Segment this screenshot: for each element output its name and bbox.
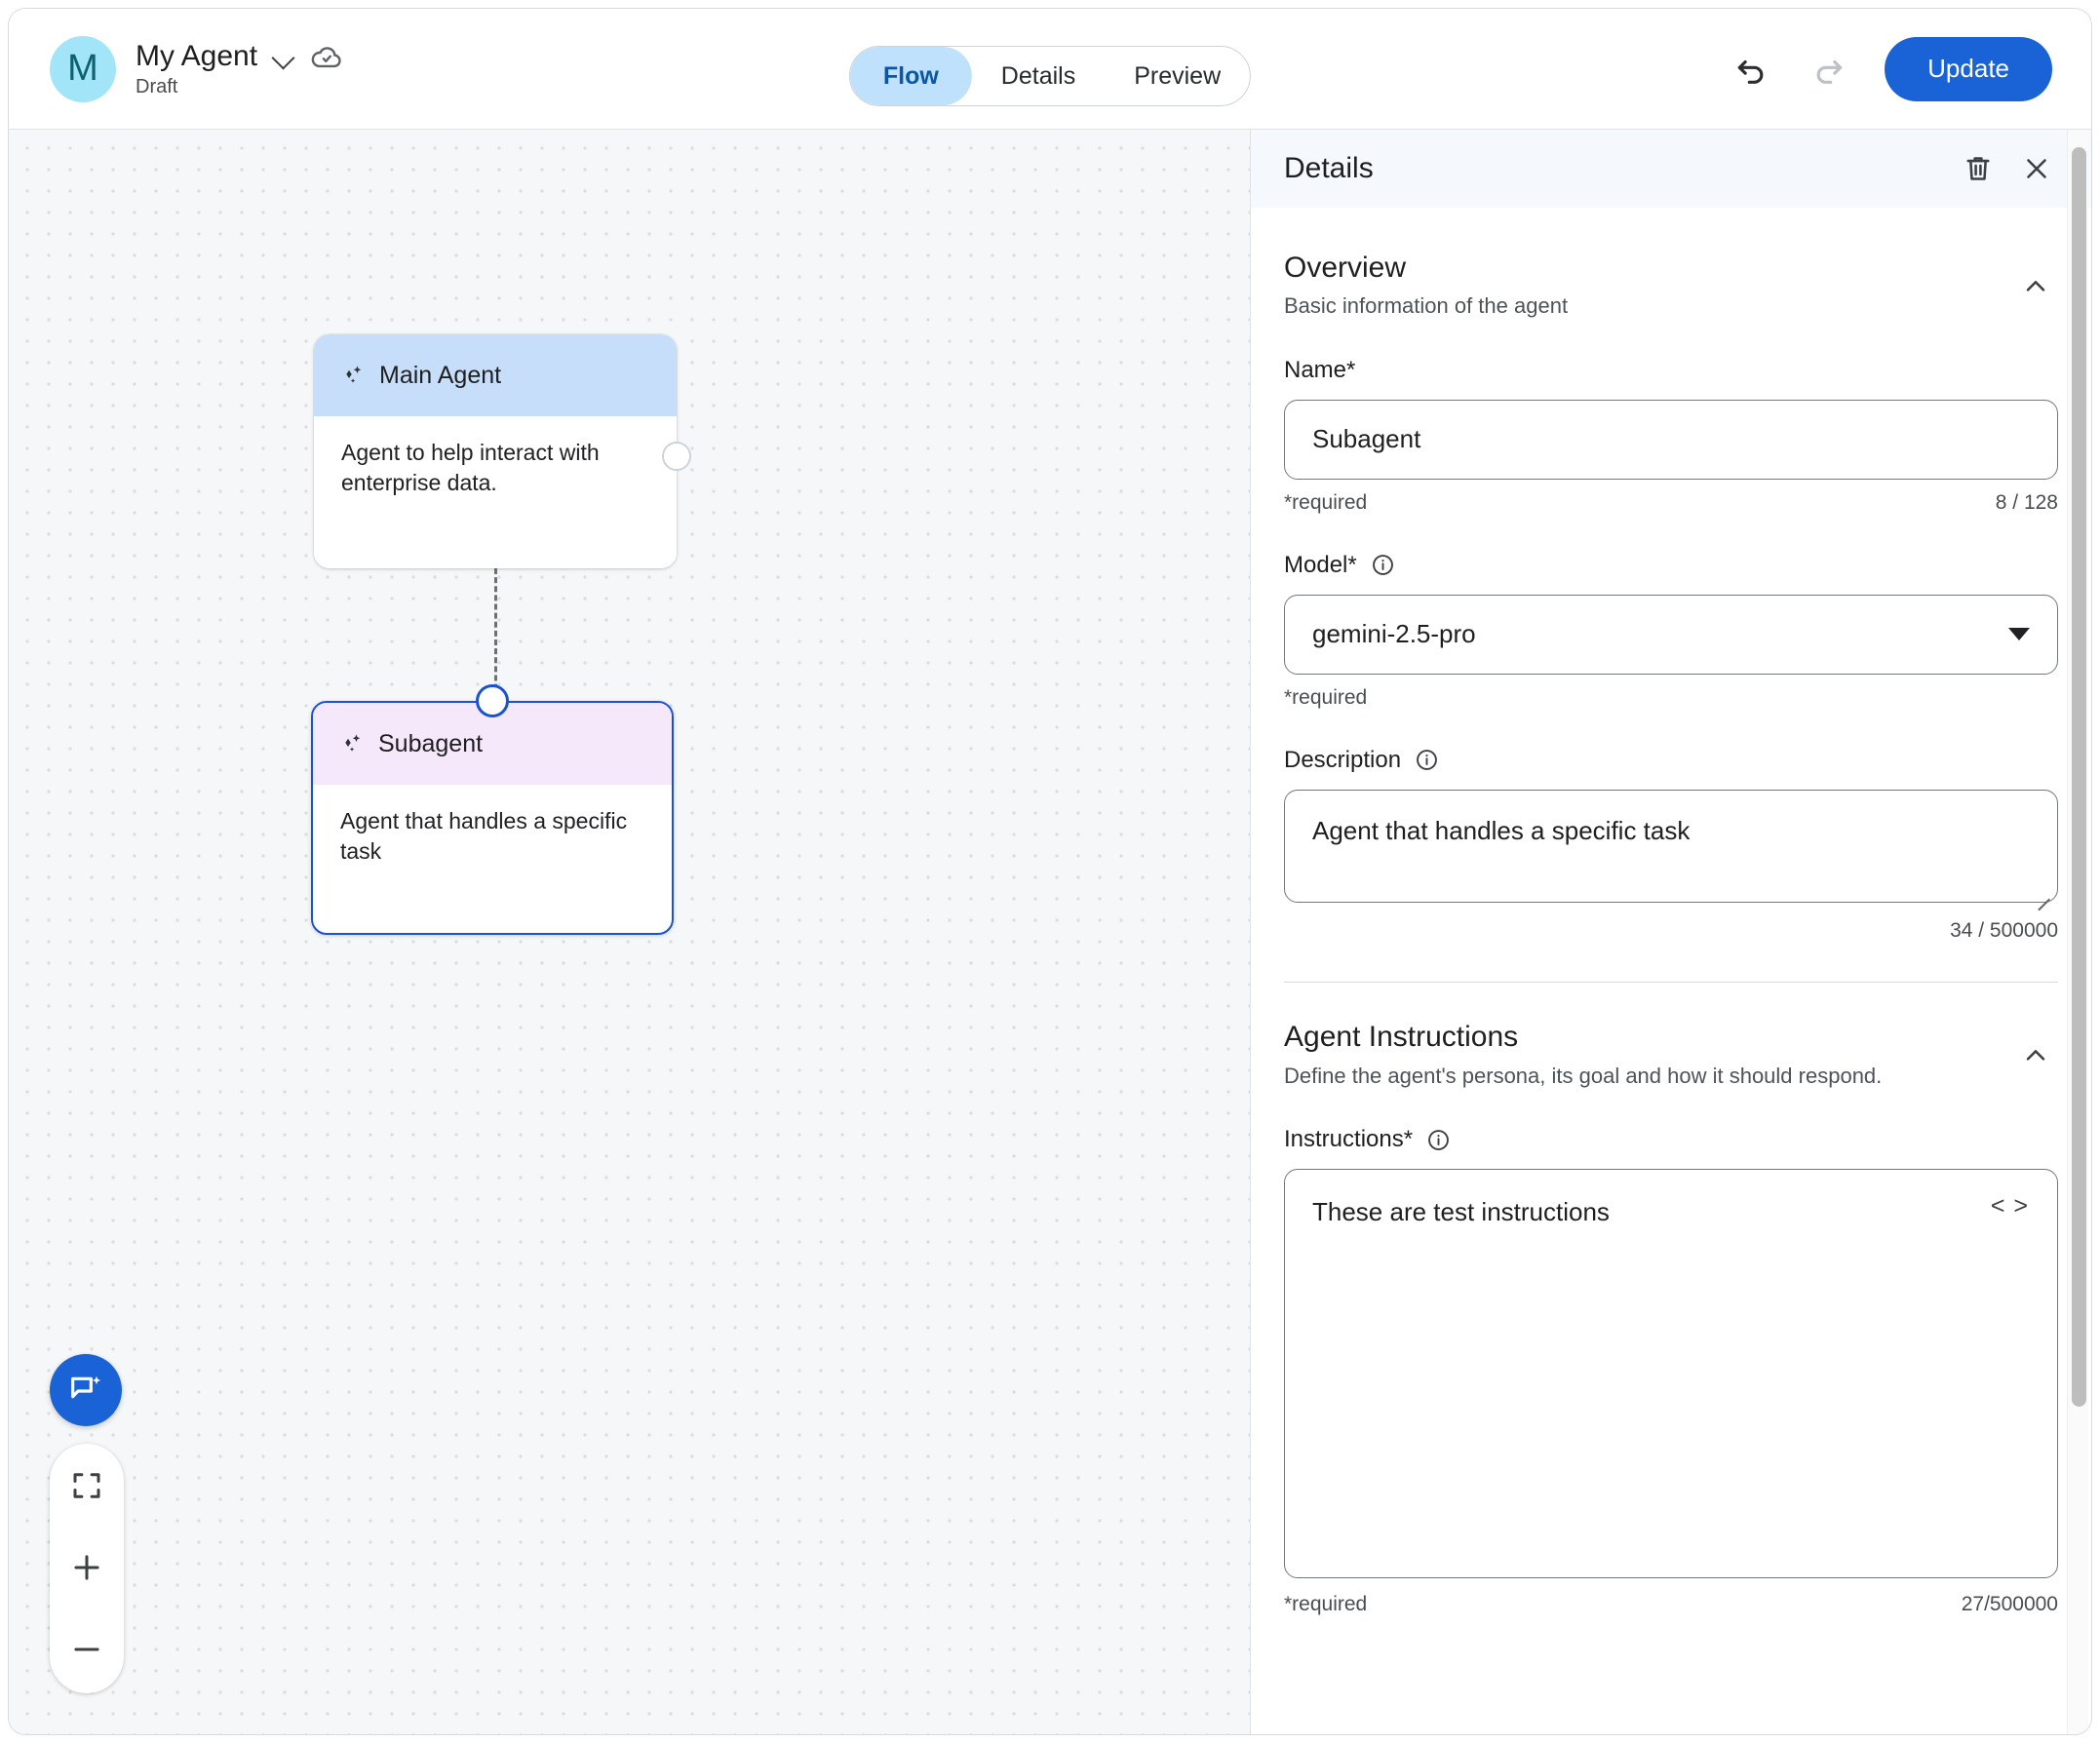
assist-chat-button[interactable] xyxy=(50,1354,122,1426)
overview-section-header: Overview Basic information of the agent xyxy=(1284,251,2058,320)
overview-title: Overview xyxy=(1284,252,1407,284)
node-description: Agent to help interact with enterprise d… xyxy=(341,440,600,495)
info-icon[interactable] xyxy=(1414,747,1440,773)
info-icon[interactable] xyxy=(1370,552,1396,578)
status-badge: Draft xyxy=(136,75,178,97)
info-icon[interactable] xyxy=(1425,1127,1452,1153)
chevron-down-icon[interactable] xyxy=(271,44,296,69)
node-header: Subagent xyxy=(313,703,672,785)
node-subagent[interactable]: Subagent Agent that handles a specific t… xyxy=(311,684,674,935)
node-output-handle[interactable] xyxy=(662,442,691,471)
instructions-label: Instructions* xyxy=(1284,1126,1414,1153)
sparkle-icon xyxy=(341,363,367,388)
instructions-helper-row: *required 27/500000 xyxy=(1284,1593,2058,1616)
avatar: M xyxy=(50,35,116,102)
field-name: Name* *required 8 / 128 xyxy=(1284,357,2058,515)
name-input[interactable] xyxy=(1284,399,2058,480)
agent-instructions-collapse-chevron-up-icon[interactable] xyxy=(2013,1033,2058,1078)
node-title: Main Agent xyxy=(379,361,502,389)
details-panel-content[interactable]: Overview Basic information of the agent … xyxy=(1251,208,2091,1734)
model-select[interactable]: gemini-2.5-pro xyxy=(1284,594,2058,675)
top-bar-actions: Update xyxy=(1729,36,2052,101)
instructions-counter: 27/500000 xyxy=(1961,1593,2058,1616)
description-label: Description xyxy=(1284,746,1402,773)
agent-identity: M My Agent Draft xyxy=(9,35,343,102)
details-title: Details xyxy=(1284,152,1374,184)
agent-instructions-subtitle: Define the agent's persona, its goal and… xyxy=(1284,1063,1883,1088)
plus-icon[interactable] xyxy=(57,1539,117,1596)
tab-preview[interactable]: Preview xyxy=(1134,61,1222,90)
chat-sparkle-icon xyxy=(66,1370,105,1412)
description-textarea[interactable] xyxy=(1284,789,2058,903)
description-counter: 34 / 500000 xyxy=(1950,918,2058,942)
undo-icon[interactable] xyxy=(1729,47,1773,92)
model-value: gemini-2.5-pro xyxy=(1312,619,1476,649)
app-window: M My Agent Draft Flow Detai xyxy=(8,8,2092,1735)
code-view-toggle-icon[interactable]: < > xyxy=(1990,1192,2029,1220)
workspace: Main Agent Agent to help interact with e… xyxy=(9,130,2091,1734)
details-panel-header: Details xyxy=(1251,130,2091,208)
field-instructions: Instructions* < > xyxy=(1284,1126,2058,1616)
description-label-row: Description xyxy=(1284,747,2058,774)
edge-main-to-subagent xyxy=(494,568,497,717)
minus-icon[interactable] xyxy=(57,1621,117,1678)
details-panel: Details xyxy=(1251,130,2091,1734)
instructions-required-text: *required xyxy=(1284,1593,1368,1616)
name-label: Name* xyxy=(1284,356,1356,383)
node-main-agent[interactable]: Main Agent Agent to help interact with e… xyxy=(314,334,691,568)
node-title: Subagent xyxy=(378,729,484,757)
section-divider xyxy=(1284,981,2058,984)
name-required-text: *required xyxy=(1284,490,1368,514)
overview-collapse-chevron-up-icon[interactable] xyxy=(2013,264,2058,309)
close-icon[interactable] xyxy=(2015,147,2058,190)
redo-icon[interactable] xyxy=(1807,47,1851,92)
node-header: Main Agent xyxy=(314,334,677,416)
tab-flow[interactable]: Flow xyxy=(849,47,972,105)
tab-details[interactable]: Details xyxy=(1000,61,1076,90)
view-tabs: Flow Details Preview xyxy=(848,46,1252,106)
model-label-row: Model* xyxy=(1284,552,2058,579)
overview-subtitle: Basic information of the agent xyxy=(1284,293,1569,319)
flow-canvas[interactable]: Main Agent Agent to help interact with e… xyxy=(9,130,1251,1734)
details-scrollbar-thumb[interactable] xyxy=(2072,147,2086,1407)
node-input-handle[interactable] xyxy=(476,684,509,717)
details-scrollbar[interactable] xyxy=(2067,130,2088,1734)
zoom-controls xyxy=(50,1444,124,1693)
agent-instructions-title: Agent Instructions xyxy=(1284,1021,1519,1054)
model-required-text: *required xyxy=(1284,685,1368,709)
name-counter: 8 / 128 xyxy=(1995,490,2058,514)
page-title: My Agent xyxy=(136,39,258,72)
caret-down-icon xyxy=(2008,628,2030,641)
instructions-textarea[interactable] xyxy=(1284,1169,2058,1579)
fit-screen-icon[interactable] xyxy=(57,1457,117,1514)
sparkle-icon xyxy=(340,731,366,756)
field-description: Description xyxy=(1284,747,2058,943)
instructions-label-row: Instructions* xyxy=(1284,1126,2058,1153)
field-model: Model* gemini-2.5-pro xyxy=(1284,552,2058,710)
update-button[interactable]: Update xyxy=(1885,36,2052,101)
top-bar: M My Agent Draft Flow Detai xyxy=(9,9,2091,130)
trash-icon[interactable] xyxy=(1957,147,2000,190)
node-description: Agent that handles a specific task xyxy=(340,808,628,864)
cloud-check-icon xyxy=(310,40,343,73)
agent-instructions-section-header: Agent Instructions Define the agent's pe… xyxy=(1284,1020,2058,1089)
model-label: Model* xyxy=(1284,551,1357,578)
